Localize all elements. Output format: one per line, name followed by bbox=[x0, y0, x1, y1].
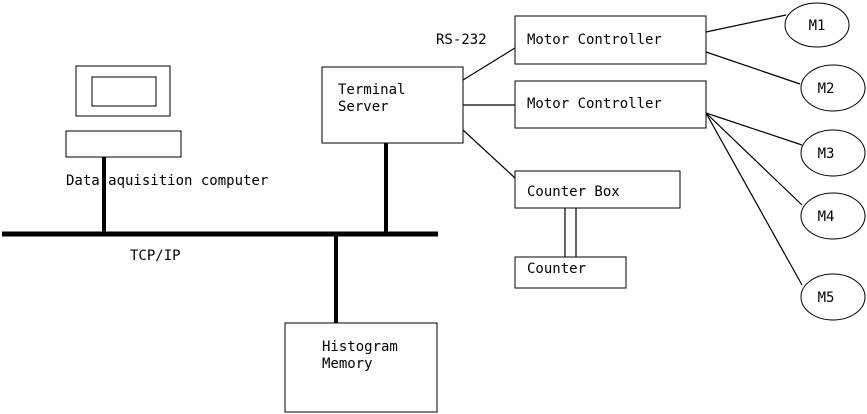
motor-controller-2-label: Motor Controller bbox=[527, 96, 662, 112]
terminal-server-box bbox=[321, 66, 464, 144]
rs232-label: RS-232 bbox=[436, 32, 487, 48]
counter-box-small bbox=[514, 256, 627, 289]
histogram-memory-label-1: Histogram bbox=[322, 339, 398, 355]
histogram-memory-label-2: Memory bbox=[322, 356, 373, 372]
rs232-link-mc1 bbox=[462, 47, 516, 81]
daq-computer bbox=[65, 65, 182, 158]
tcpip-label: TCP/IP bbox=[130, 248, 181, 264]
motor-m4-label: M4 bbox=[818, 209, 835, 225]
motor-m3 bbox=[800, 129, 866, 177]
motor-m3-label: M3 bbox=[818, 146, 835, 162]
keyboard bbox=[65, 130, 182, 158]
terminal-server-label-2: Server bbox=[338, 99, 389, 115]
motor-m1 bbox=[784, 2, 850, 48]
motor-m2 bbox=[800, 64, 866, 112]
monitor-screen bbox=[91, 76, 157, 107]
counter-box-label: Counter Box bbox=[527, 184, 620, 200]
motor-m1-label: M1 bbox=[809, 18, 826, 34]
counter-box bbox=[514, 170, 681, 209]
terminal-server-label-1: Terminal bbox=[338, 82, 405, 98]
link-mc1-m2 bbox=[705, 51, 801, 85]
daq-computer-label: Data aquisition computer bbox=[66, 173, 268, 189]
motor-m2-label: M2 bbox=[818, 81, 835, 97]
rs232-link-counter-box bbox=[462, 129, 516, 179]
motor-controller-2-box bbox=[514, 80, 707, 129]
motor-m4 bbox=[800, 192, 866, 240]
link-mc2-m3 bbox=[705, 112, 803, 146]
motor-m5 bbox=[800, 273, 866, 321]
counter-label: Counter bbox=[527, 261, 586, 277]
histogram-memory-box bbox=[284, 322, 438, 413]
link-mc2-m4 bbox=[705, 112, 803, 206]
motor-m5-label: M5 bbox=[818, 290, 835, 306]
motor-controller-1-label: Motor Controller bbox=[527, 32, 662, 48]
motor-controller-1-box bbox=[514, 15, 707, 65]
link-mc2-m5 bbox=[705, 112, 803, 286]
link-mc1-m1 bbox=[705, 14, 787, 33]
